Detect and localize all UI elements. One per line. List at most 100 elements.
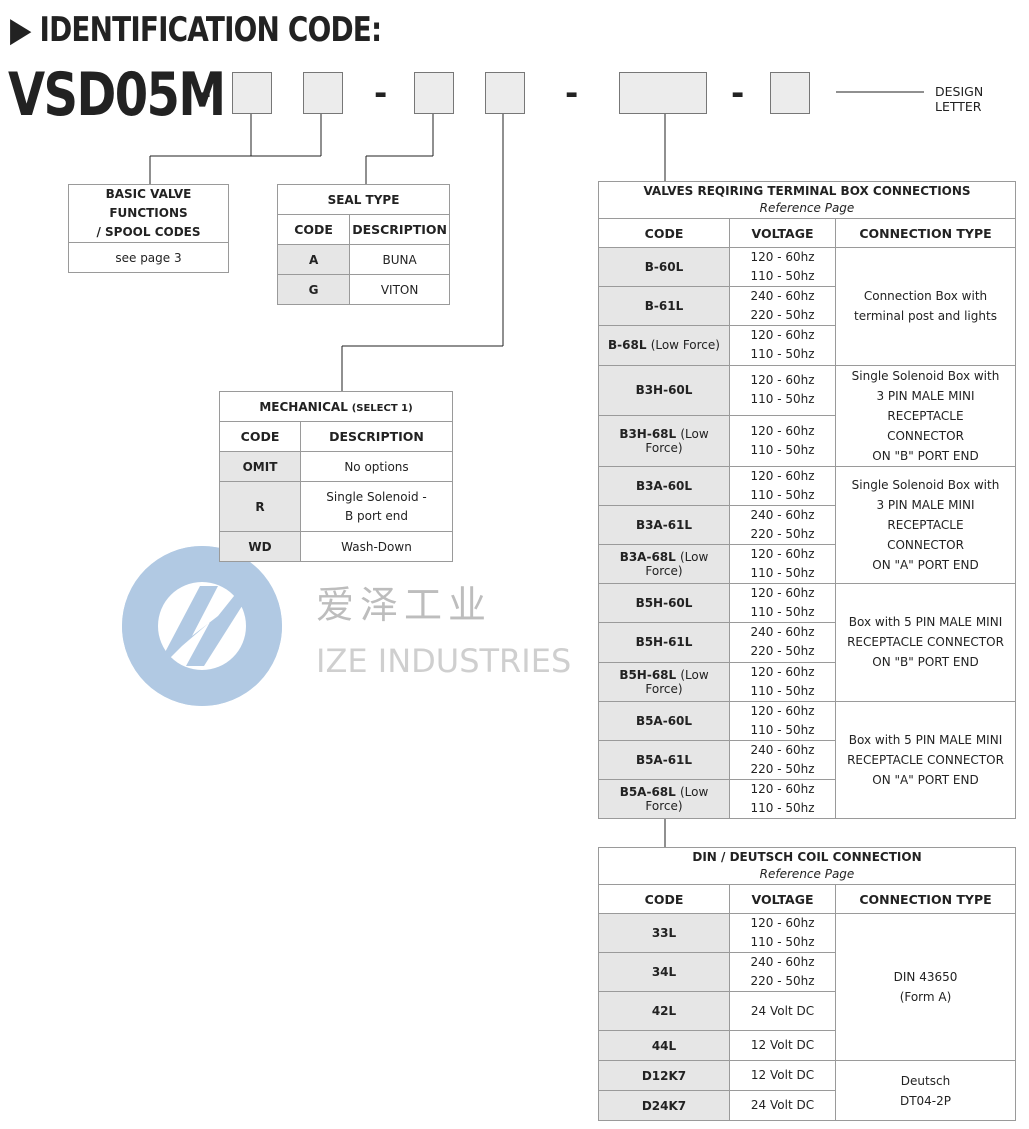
page-heading: ▶ IDENTIFICATION CODE: (10, 10, 383, 50)
design-letter-label: DESIGN LETTER (935, 84, 984, 114)
logo-mark-icon (122, 546, 282, 706)
din-code: D12K7 (598, 1060, 730, 1091)
din-title: DIN / DEUTSCH COIL CONNECTION Reference … (598, 847, 1016, 885)
code-box-function-2 (303, 72, 343, 114)
basic-functions-title: BASIC VALVE FUNCTIONS / SPOOL CODES (68, 184, 229, 243)
dash-separator: - (731, 74, 745, 112)
code-box-seal (414, 72, 454, 114)
dash-separator: - (374, 74, 388, 112)
terminal-code: B5A-68L (Low Force) (598, 779, 730, 820)
din-col-voltage: VOLTAGE (729, 884, 836, 914)
terminal-code: B3A-60L (598, 465, 730, 506)
terminal-title: VALVES REQIRING TERMINAL BOX CONNECTIONS… (598, 181, 1016, 219)
seal-col-code: CODE (276, 214, 351, 245)
code-box-connection (619, 72, 707, 114)
terminal-code: B-60L (598, 246, 730, 288)
table-row: G VITON (276, 274, 450, 305)
terminal-code: B5H-61L (598, 622, 730, 663)
mechanical-code: OMIT (219, 451, 301, 482)
din-code: 34L (598, 952, 730, 992)
code-box-function-1 (232, 72, 272, 114)
terminal-col-connection: CONNECTION TYPE (835, 218, 1016, 248)
din-code: D24K7 (598, 1090, 730, 1121)
terminal-code: B5H-60L (598, 583, 730, 624)
din-code: 44L (598, 1030, 730, 1061)
din-code: 42L (598, 991, 730, 1031)
seal-col-description: DESCRIPTION (349, 214, 450, 245)
watermark-chinese: 爱泽工业 (316, 583, 493, 627)
terminal-code: B5A-61L (598, 739, 730, 781)
terminal-code: B3H-68L (Low Force) (598, 415, 730, 467)
mechanical-col-description: DESCRIPTION (300, 421, 453, 452)
terminal-code: B5H-68L (Low Force) (598, 661, 730, 702)
basic-functions-table: BASIC VALVE FUNCTIONS / SPOOL CODES see … (68, 184, 229, 273)
din-code: 33L (598, 913, 730, 953)
mechanical-code: R (219, 481, 301, 532)
terminal-col-code: CODE (598, 218, 730, 248)
mechanical-title: MECHANICAL (SELECT 1) (219, 391, 453, 422)
seal-type-table: SEAL TYPE CODE DESCRIPTION A BUNA G VITO… (276, 184, 450, 305)
table-row: R Single Solenoid - B port end (219, 481, 453, 532)
seal-type-title: SEAL TYPE (277, 184, 450, 215)
heading-text: IDENTIFICATION CODE: (39, 10, 383, 50)
mechanical-col-code: CODE (219, 421, 301, 452)
din-connection-type: DIN 43650(Form A) (835, 913, 1016, 1061)
seal-description: BUNA (349, 244, 450, 275)
seal-code: A (276, 244, 351, 275)
din-col-connection: CONNECTION TYPE (835, 884, 1016, 914)
seal-description: VITON (349, 274, 450, 305)
table-row: A BUNA (276, 244, 450, 275)
mechanical-code: WD (219, 531, 301, 562)
dash-separator: - (198, 74, 212, 112)
watermark-english: IZE INDUSTRIES (316, 642, 572, 680)
mechanical-description: Single Solenoid - B port end (300, 481, 453, 532)
mechanical-description: Wash-Down (300, 531, 453, 562)
basic-functions-note: see page 3 (68, 242, 229, 273)
din-voltage: 12 Volt DC (729, 1030, 836, 1061)
din-deutsch-table: DIN / DEUTSCH COIL CONNECTION Reference … (598, 847, 1016, 1121)
dash-separator: - (565, 74, 579, 112)
terminal-code: B-68L (Low Force) (598, 325, 730, 366)
terminal-code: B3H-60L (598, 364, 730, 417)
terminal-col-voltage: VOLTAGE (729, 218, 836, 248)
code-box-design-letter (770, 72, 810, 114)
table-row: OMIT No options (219, 451, 453, 482)
din-voltage: 24 Volt DC (729, 1090, 836, 1121)
terminal-code: B-61L (598, 286, 730, 327)
code-box-mechanical (485, 72, 525, 114)
table-row: WD Wash-Down (219, 531, 453, 562)
din-col-code: CODE (598, 884, 730, 914)
model-code: VSD05M (8, 60, 226, 130)
terminal-code: B3A-61L (598, 504, 730, 545)
din-voltage: 24 Volt DC (729, 991, 836, 1031)
